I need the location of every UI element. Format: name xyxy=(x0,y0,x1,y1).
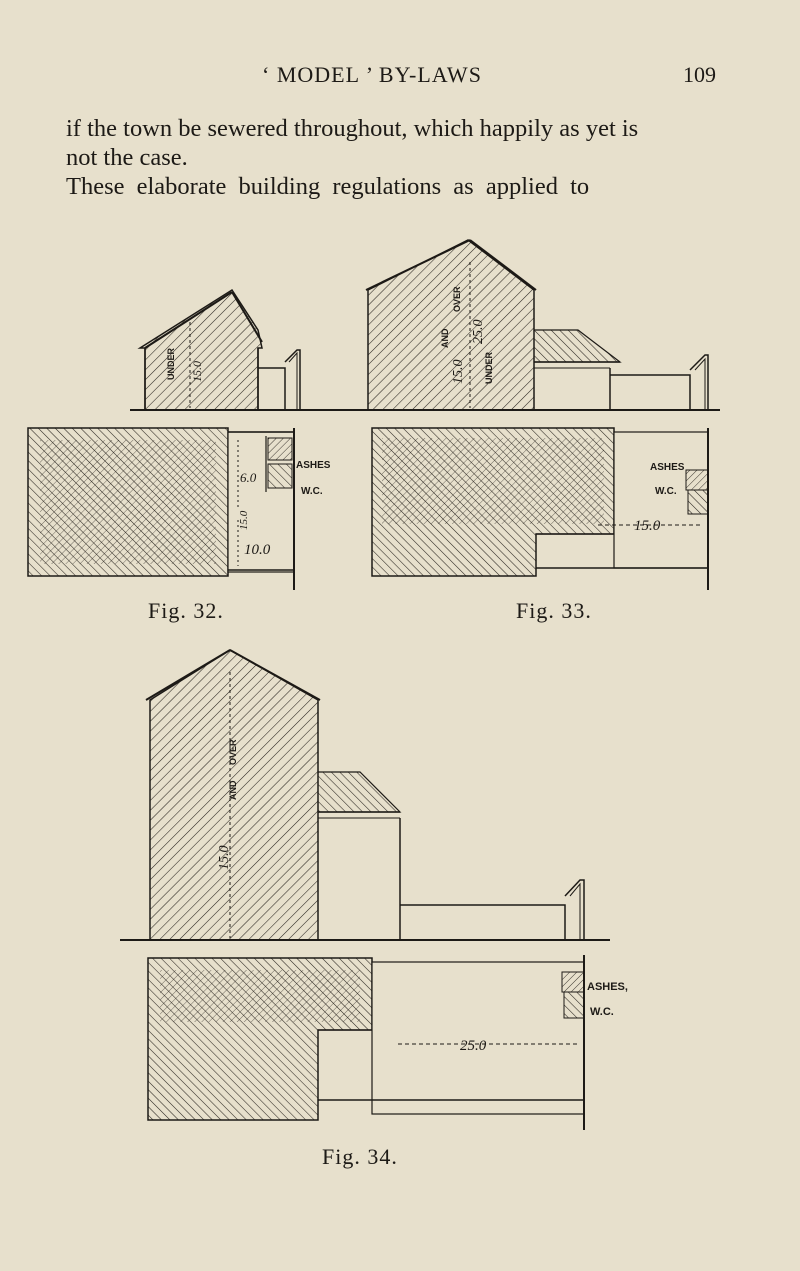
fig33-plan: ASHES W.C. 15.0 xyxy=(371,427,709,590)
running-title: ‘ MODEL ’ BY-LAWS xyxy=(262,62,482,87)
body-text-line-3: These elaborate building regulations as … xyxy=(66,173,590,200)
fig32-width-dim: 15.0 xyxy=(238,510,250,530)
fig32-outbuilding xyxy=(258,349,301,410)
fig32-height-dim: 15.0 xyxy=(190,361,204,382)
fig34-over-label: OVER xyxy=(228,739,238,765)
fig33-wc-label: W.C. xyxy=(655,486,677,497)
fig34-ashes-pit xyxy=(561,971,585,993)
fig33-ashes-pit xyxy=(685,469,709,491)
fig32-house-gable xyxy=(137,288,263,411)
fig33-max-height-dim: 25.0 xyxy=(471,320,486,345)
fig34-wc xyxy=(563,991,585,1019)
fig32-plan: 6.0 15.0 10.0 ASHES W.C. xyxy=(27,427,331,590)
fig32-depth-dim: 6.0 xyxy=(240,470,257,485)
fig33-under-label: UNDER xyxy=(484,351,494,384)
fig33-rear-extension xyxy=(534,329,709,410)
fig32-yard-dim: 10.0 xyxy=(244,542,271,558)
fig34-and-label: AND xyxy=(228,780,238,800)
body-text-line-1: if the town be sewered throughout, which… xyxy=(66,115,639,142)
fig32-ashes-pit xyxy=(267,437,293,461)
fig33-caption: Fig. 33. xyxy=(516,598,592,623)
body-text-line-2: not the case. xyxy=(66,144,188,171)
fig33-min-height-dim: 15.0 xyxy=(451,360,466,385)
fig32-wc xyxy=(267,463,293,489)
fig34-ashes-label: ASHES, xyxy=(587,981,628,993)
fig32-caption: Fig. 32. xyxy=(148,598,224,623)
fig34-caption: Fig. 34. xyxy=(322,1144,398,1169)
fig33-yard-dim: 15.0 xyxy=(634,518,661,534)
page-header: ‘ MODEL ’ BY-LAWS 109 xyxy=(0,62,800,92)
page-number: 109 xyxy=(683,62,716,87)
fig34-rear-extension xyxy=(318,771,585,940)
fig32-wc-label: W.C. xyxy=(301,486,323,497)
fig34-wc-label: W.C. xyxy=(590,1006,614,1018)
fig32-under-label: UNDER xyxy=(166,347,176,380)
fig34-yard xyxy=(371,961,585,1115)
fig33-wc xyxy=(687,489,709,515)
fig34-height-dim: 15.0 xyxy=(217,846,232,871)
fig34-plan: ASHES, W.C. 25.0 xyxy=(147,955,628,1130)
fig32-ashes-label: ASHES xyxy=(296,460,331,471)
fig34-yard-dim: 25.0 xyxy=(460,1038,487,1054)
fig32-elevation: UNDER 15.0 xyxy=(130,288,340,411)
fig34-elevation: AND OVER 15.0 xyxy=(120,649,610,941)
fig33-over-label: OVER xyxy=(452,286,462,312)
fig33-ashes-label: ASHES xyxy=(650,462,685,473)
fig33-and-label: AND xyxy=(440,328,450,348)
fig33-elevation: AND OVER 15.0 UNDER 25.0 xyxy=(340,239,720,411)
